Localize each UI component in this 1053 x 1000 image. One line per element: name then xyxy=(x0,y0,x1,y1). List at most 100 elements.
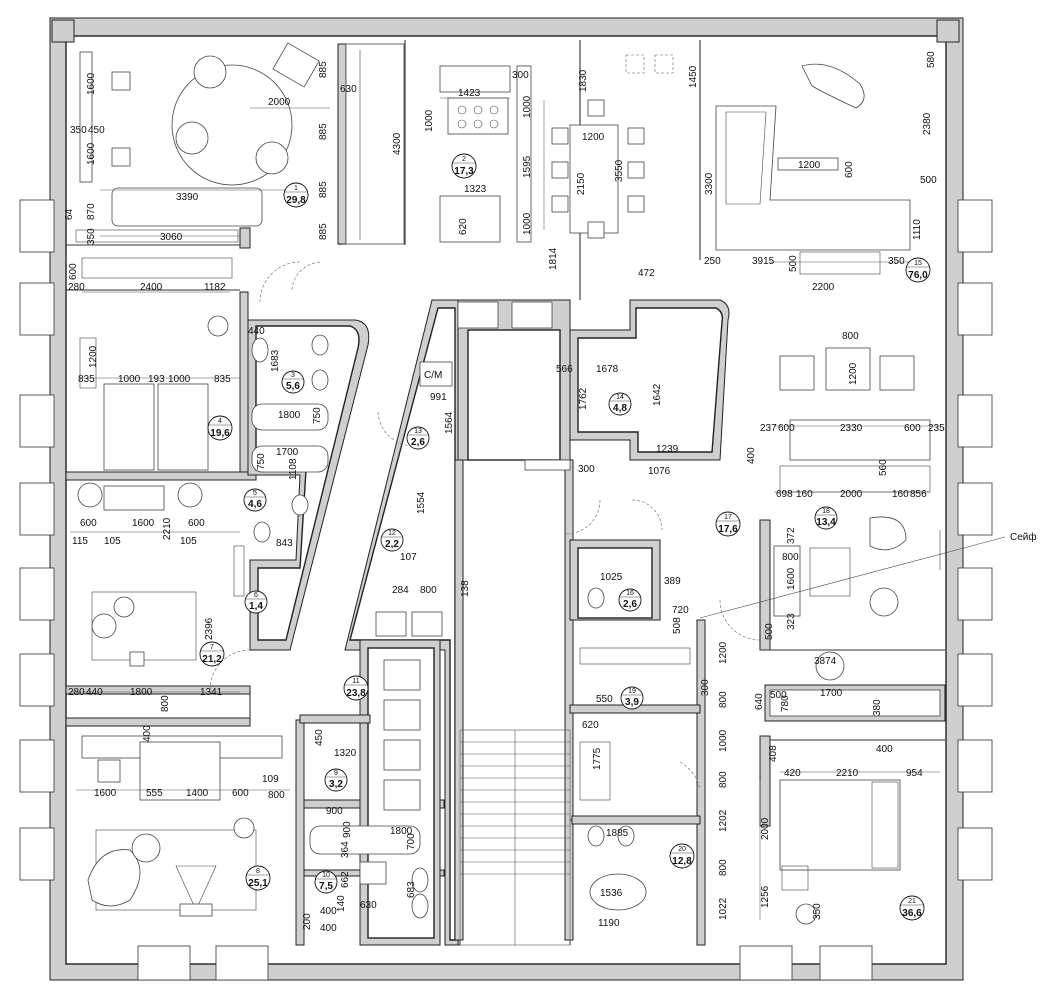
dim-text: 620 xyxy=(458,218,469,235)
svg-text:7: 7 xyxy=(210,644,214,651)
svg-text:19,6: 19,6 xyxy=(210,428,230,439)
dim-text: 1600 xyxy=(94,788,117,799)
dim-text: 683 xyxy=(406,881,417,898)
dim-text: 835 xyxy=(214,374,231,385)
dim-text: 420 xyxy=(784,768,801,779)
dim-text: 1600 xyxy=(86,72,97,95)
dim-text: 800 xyxy=(420,585,437,596)
dim-text: 1000 xyxy=(168,374,191,385)
dim-text: 1762 xyxy=(578,387,589,410)
dim-text: 800 xyxy=(160,695,171,712)
dim-text: 800 xyxy=(718,771,729,788)
svg-text:76,0: 76,0 xyxy=(908,270,928,281)
svg-text:14: 14 xyxy=(616,394,624,401)
dim-text: 700 xyxy=(406,833,417,850)
svg-text:4: 4 xyxy=(218,418,222,425)
svg-text:21: 21 xyxy=(908,898,916,905)
svg-text:2,6: 2,6 xyxy=(411,437,425,448)
dim-text: 1200 xyxy=(718,641,729,664)
dim-text: 662 xyxy=(340,871,351,888)
dim-text: 1202 xyxy=(718,809,729,832)
dim-text: 885 xyxy=(318,223,329,240)
dim-text: 698 xyxy=(776,489,793,500)
dim-text: 3874 xyxy=(814,656,837,667)
svg-text:11: 11 xyxy=(352,678,359,685)
dim-text: 600 xyxy=(904,423,921,434)
dim-text: 1190 xyxy=(598,918,620,929)
svg-text:8: 8 xyxy=(256,868,260,875)
dim-text: 440 xyxy=(86,687,103,698)
svg-text:23,8: 23,8 xyxy=(346,688,366,699)
dim-text: 2380 xyxy=(922,112,933,135)
svg-text:15: 15 xyxy=(914,260,922,267)
svg-text:1: 1 xyxy=(294,185,298,192)
dim-text: 800 xyxy=(718,691,729,708)
dim-text: 350 xyxy=(86,228,97,245)
svg-text:6: 6 xyxy=(254,592,258,599)
dim-text: 193 xyxy=(148,374,165,385)
room-tag-9: 93,2 xyxy=(324,768,348,792)
dim-text: 1000 xyxy=(522,95,533,118)
svg-text:2: 2 xyxy=(462,156,466,163)
dim-text: 109 xyxy=(262,774,279,785)
central-stair xyxy=(459,729,571,946)
svg-text:12: 12 xyxy=(388,530,396,537)
dim-text: 1800 xyxy=(130,687,153,698)
dim-text: 2396 xyxy=(204,617,215,640)
dim-text: 900 xyxy=(326,806,343,817)
room-tag-5: 54,6 xyxy=(243,488,267,512)
dim-text: 350 xyxy=(812,903,823,920)
room-tag-7: 721,2 xyxy=(199,641,225,667)
svg-text:7,5: 7,5 xyxy=(319,881,333,892)
dim-text: 1800 xyxy=(278,410,301,421)
dim-text: 600 xyxy=(68,263,79,280)
dim-text: 1700 xyxy=(820,688,843,699)
svg-text:2,6: 2,6 xyxy=(623,599,637,610)
dim-text: 780 xyxy=(780,695,791,712)
dim-text: 1076 xyxy=(648,466,671,477)
dim-text: 1400 xyxy=(186,788,209,799)
svg-text:10: 10 xyxy=(322,872,330,879)
svg-text:12,8: 12,8 xyxy=(672,856,692,867)
dim-text: 640 xyxy=(754,693,765,710)
room-tag-6: 61,4 xyxy=(244,590,268,614)
dim-text: 991 xyxy=(430,392,447,403)
dim-text: 1200 xyxy=(88,345,99,368)
dim-text: 300 xyxy=(578,464,595,475)
dim-text: 835 xyxy=(78,374,95,385)
dim-text: 630 xyxy=(340,84,357,95)
dim-text: 800 xyxy=(842,331,859,342)
dim-text: 1256 xyxy=(760,885,771,908)
dim-text: 1600 xyxy=(786,567,797,590)
dim-text: 580 xyxy=(926,51,937,68)
dim-text: 2200 xyxy=(812,282,835,293)
dim-text: 1800 xyxy=(390,826,413,837)
dim-text: 856 xyxy=(910,489,927,500)
dim-text: 1595 xyxy=(522,155,533,178)
partitions xyxy=(65,40,946,946)
dim-text: 550 xyxy=(596,694,613,705)
dim-text: 107 xyxy=(400,552,417,563)
svg-text:25,1: 25,1 xyxy=(248,878,268,889)
dim-text: 440 xyxy=(248,326,265,337)
room-tag-4: 419,6 xyxy=(207,415,233,441)
dim-text: 500 xyxy=(770,690,787,701)
dim-text: 885 xyxy=(318,61,329,78)
dim-text: 1200 xyxy=(582,132,605,143)
dim-text: 566 xyxy=(556,364,573,375)
dim-text: 2210 xyxy=(836,768,859,779)
dim-text: 2000 xyxy=(840,489,863,500)
dim-text: 1536 xyxy=(600,888,623,899)
dim-text: 1600 xyxy=(132,518,155,529)
room-tag-13: 132,6 xyxy=(406,426,430,450)
window-bays xyxy=(19,199,993,981)
dim-text: 600 xyxy=(188,518,205,529)
dim-text: 400 xyxy=(142,725,153,742)
dim-text: 280 xyxy=(68,282,85,293)
svg-text:5: 5 xyxy=(253,490,257,497)
dim-text: 450 xyxy=(314,729,325,746)
dim-text: 1423 xyxy=(458,88,481,99)
svg-text:13: 13 xyxy=(414,428,422,435)
